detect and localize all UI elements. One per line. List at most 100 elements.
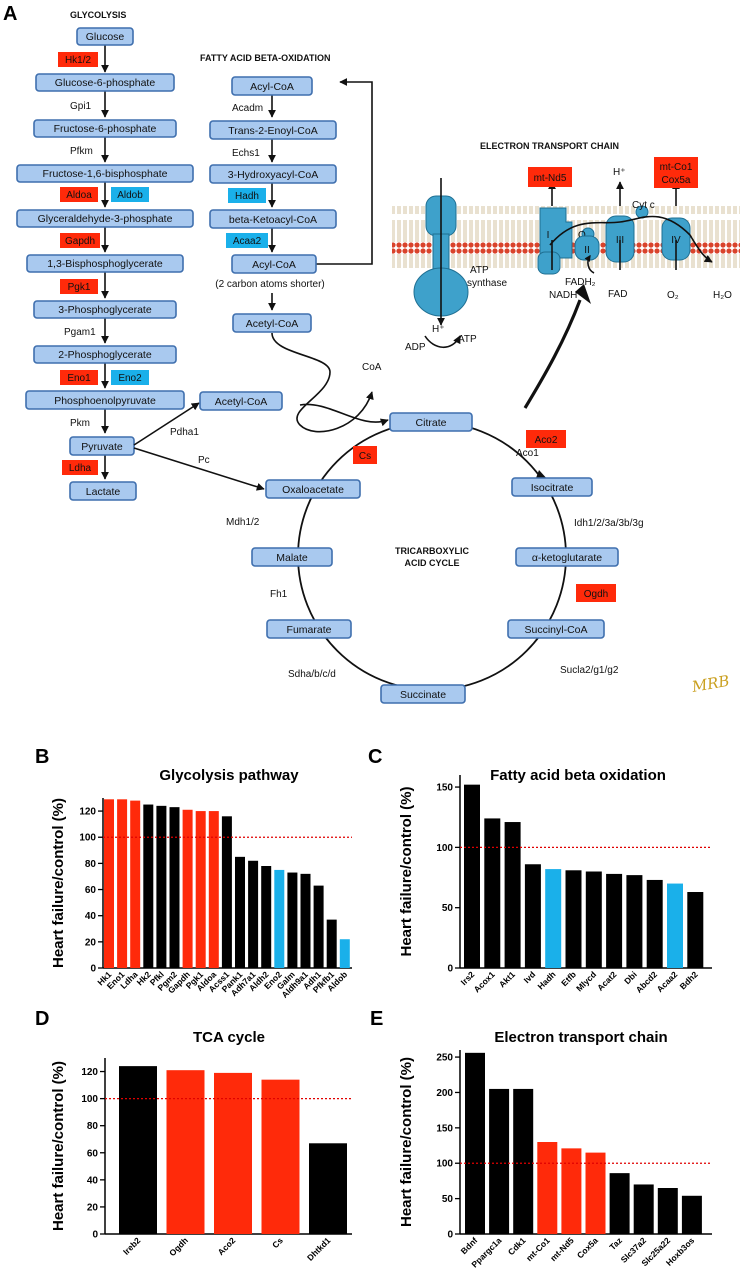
y-axis-label: Heart failure/control (%) [50,798,67,968]
metabolite-3-hydroxyacyl-coa [209,164,337,184]
bar [117,799,128,968]
bar [156,805,167,968]
x-tick-label: Abcd2 [634,969,660,995]
enzyme-echs1: Echs1 [232,148,260,159]
complex-i [537,207,573,275]
enzyme-acadm: Acadm [232,103,263,114]
metabolite-malate-label: Malate [276,552,308,564]
metabolite-citrate-label: Citrate [416,417,447,429]
y-tick-label: 0 [90,964,96,975]
y-tick-label: 100 [436,843,453,854]
metabolite-lactate-label: Lactate [86,486,121,498]
y-tick-label: 50 [442,1194,454,1205]
x-tick-label: Aco2 [216,1235,238,1257]
y-tick-label: 0 [447,964,453,975]
enzyme-mdh: Mdh1/2 [226,517,260,528]
tag-mt-nd5 [528,167,572,187]
complex-ii: II [574,235,600,261]
y-tick-label: 200 [436,1088,453,1099]
h-plus-atp: H⁺ [432,324,445,335]
metabolite-fructose-6-phosphate-label: Fructose-6-phosphate [54,123,157,135]
enzyme-aco1: Aco1 [516,448,539,459]
x-tick-label: Bdnf [459,1235,480,1256]
y-tick-label: 60 [87,1148,99,1159]
tag-mt-co1-label: mt-Co1 [660,162,693,173]
bar [561,1148,582,1234]
tag-pgk [60,279,98,294]
metabolite-glucose-6-phosphate [35,73,175,92]
metabolite-oxaloacetate [265,479,361,499]
x-tick-label: Dhtkd1 [305,1235,333,1263]
y-tick-label: 120 [81,1067,98,1078]
bar [182,809,193,968]
bar [585,871,602,968]
enzyme-pgam1: Pgam1 [64,327,96,338]
metabolite-acyl-coa-short [231,254,317,274]
bar [667,883,683,968]
bar [681,1195,702,1234]
bar [166,1070,205,1234]
metabolite-pyruvate-label: Pyruvate [81,441,123,453]
bar [261,1079,300,1234]
metabolite-lactate [69,481,137,501]
bar [465,1052,485,1234]
bar [504,822,521,968]
panel-label-b: B [35,746,49,768]
y-tick-label: 100 [81,1094,98,1105]
tag-aco2-label: Aco2 [535,435,558,446]
y-tick-label: 60 [85,885,97,896]
metabolite-2-phosphoglycerate-label: 2-Phosphoglycerate [58,349,152,361]
metabolite-1-3-bisphosphoglycerate-label: 1,3-Bisphosphoglycerate [47,258,163,270]
bar [626,875,643,968]
metabolite-glyceraldehyde-3-phosphate [16,209,194,228]
panel-label-c: C [368,746,382,768]
q-label: Q [578,230,586,241]
bar [606,873,623,968]
fadh2-label: FADH₂ [565,277,596,288]
y-tick-label: 100 [436,1159,453,1170]
x-tick-label: Ireb2 [121,1235,143,1257]
x-tick-label: Acox1 [472,969,497,994]
metabolite-citrate [389,412,473,432]
tag-mt-co1 [654,157,698,188]
x-tick-label: Dbi [622,969,639,986]
glycolysis-heading: GLYCOLYSIS [70,10,126,20]
x-tick-label: Acat2 [595,969,619,993]
tag-aldoa-label: Aldoa [66,190,92,201]
tag-hadh [228,188,266,203]
tag-hk-label: Hk1/2 [65,55,92,66]
metabolite-1-3-bisphosphoglycerate [26,254,184,273]
tag-mt-nd5-label: mt-Nd5 [534,173,567,184]
y-tick-label: 20 [87,1202,99,1213]
metabolite-glucose-label: Glucose [86,31,125,43]
enzyme-pfkm: Pfkm [70,146,93,157]
bar [143,804,154,968]
tag-aldob-label: Aldob [117,190,143,201]
metabolite-succinate [380,684,466,704]
bar [313,885,324,968]
y-axis-label: Heart failure/control (%) [50,1061,67,1231]
panel-label-e: E [370,1008,383,1030]
bar [657,1188,678,1234]
tag-ldha [62,460,98,475]
tag-ogdh [576,584,616,602]
metabolite-fructose-6-phosphate [33,119,177,138]
metabolite-malate [251,547,333,567]
metabolite-beta-ketoacyl-coa-label: beta-Ketoacyl-CoA [229,214,317,226]
cytc-label: Cyt c [632,200,655,211]
metabolite-acyl-coa-short-label: Acyl-CoA [252,259,296,271]
bar [104,799,114,968]
x-tick-label: Acaa2 [655,969,680,994]
panel-label-d: D [35,1008,49,1030]
metabolite-fructose-bisphosphate [16,164,194,183]
bar [208,811,219,968]
y-tick-label: 80 [87,1121,99,1132]
metabolite-2-phosphoglycerate [33,345,177,364]
x-tick-label: Hadh [536,969,558,991]
tag-eno2 [111,370,149,385]
x-tick-label: Ivd [522,969,538,985]
metabolite-glucose-6-phosphate-label: Glucose-6-phosphate [55,77,156,89]
metabolite-phosphoenolpyruvate-label: Phosphoenolpyruvate [54,395,156,407]
